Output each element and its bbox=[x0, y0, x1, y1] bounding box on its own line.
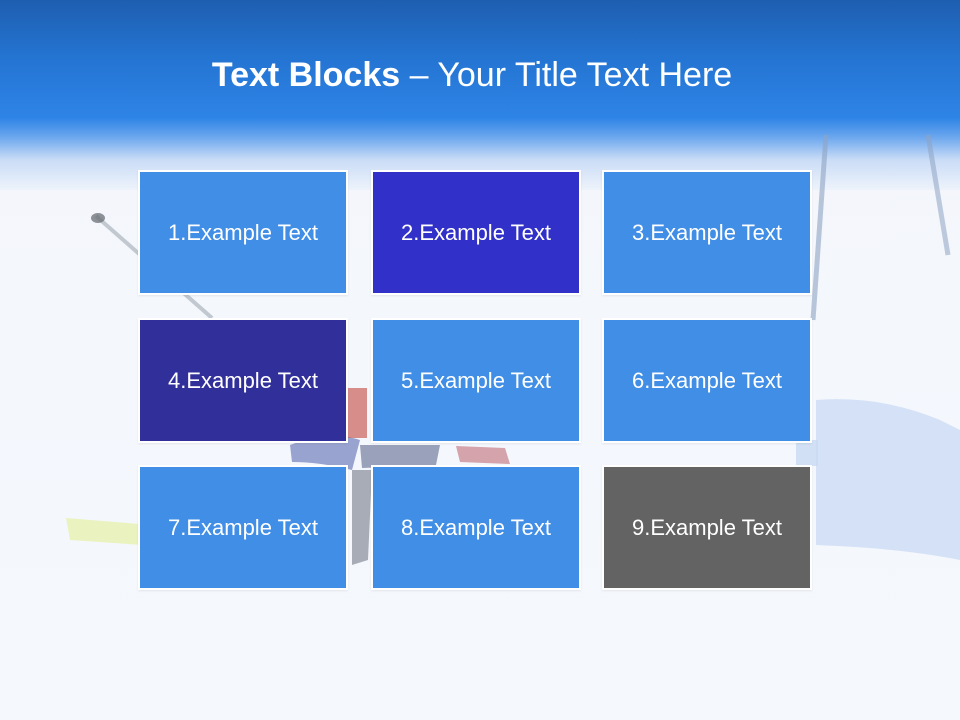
text-block-1-label: 1.Example Text bbox=[167, 219, 318, 245]
text-block-5[interactable]: 5.Example Text bbox=[371, 318, 581, 443]
text-block-3[interactable]: 3.Example Text bbox=[602, 170, 812, 295]
title-rest: Your Title Text Here bbox=[437, 56, 733, 94]
text-block-7-label: 7.Example Text bbox=[167, 514, 318, 540]
title-bold: Text Blocks bbox=[211, 56, 401, 94]
title-dash: – bbox=[400, 56, 438, 94]
text-block-3-label: 3.Example Text bbox=[631, 219, 782, 245]
text-block-6[interactable]: 6.Example Text bbox=[602, 318, 812, 443]
text-block-5-label: 5.Example Text bbox=[400, 367, 551, 393]
text-block-8[interactable]: 8.Example Text bbox=[371, 465, 581, 590]
text-block-1[interactable]: 1.Example Text bbox=[138, 170, 348, 295]
text-block-8-label: 8.Example Text bbox=[400, 514, 551, 540]
text-block-7[interactable]: 7.Example Text bbox=[138, 465, 348, 590]
header-band bbox=[0, 0, 960, 190]
text-block-9-label: 9.Example Text bbox=[631, 514, 782, 540]
text-block-9[interactable]: 9.Example Text bbox=[602, 465, 812, 590]
text-block-2-label: 2.Example Text bbox=[400, 219, 551, 245]
text-block-4[interactable]: 4.Example Text bbox=[138, 318, 348, 443]
text-block-2[interactable]: 2.Example Text bbox=[371, 170, 581, 295]
text-block-grid: 1.Example Text 2.Example Text 3.Example … bbox=[138, 170, 816, 593]
text-block-4-label: 4.Example Text bbox=[167, 367, 318, 393]
text-block-6-label: 6.Example Text bbox=[631, 367, 782, 393]
slide-title: Text Blocks – Your Title Text Here bbox=[0, 52, 944, 98]
